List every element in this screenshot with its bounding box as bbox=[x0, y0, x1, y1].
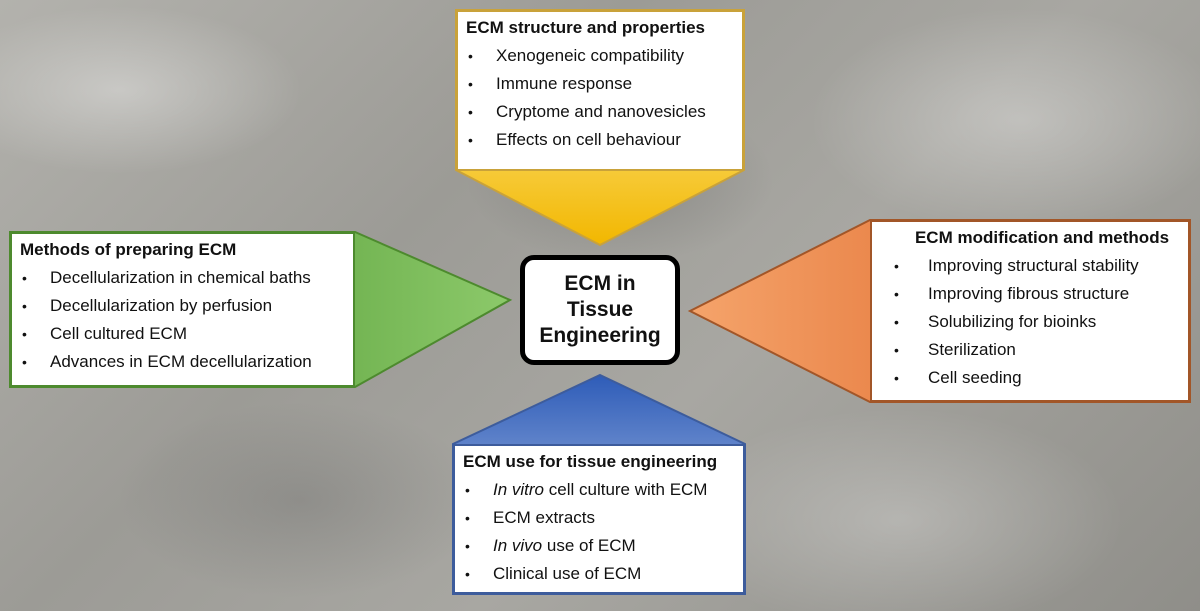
list-item: Decellularization in chemical baths bbox=[20, 264, 345, 292]
list-item: Solubilizing for bioinks bbox=[884, 308, 1180, 336]
center-line-1: ECM in bbox=[564, 272, 636, 295]
structure-properties-box: ECM structure and properties Xenogeneic … bbox=[456, 10, 744, 171]
list-item: Clinical use of ECM bbox=[463, 560, 735, 588]
list-item: Effects on cell behaviour bbox=[466, 126, 734, 154]
preparing-methods-list: Decellularization in chemical baths Dece… bbox=[20, 264, 345, 376]
list-item: In vivo use of ECM bbox=[463, 532, 735, 560]
item-text: Clinical use of ECM bbox=[493, 564, 642, 583]
preparing-methods-title: Methods of preparing ECM bbox=[20, 240, 237, 259]
list-item: Xenogeneic compatibility bbox=[466, 42, 734, 70]
item-text: use of ECM bbox=[542, 536, 636, 555]
item-text: cell culture with ECM bbox=[544, 480, 708, 499]
list-item: Cryptome and nanovesicles bbox=[466, 98, 734, 126]
modification-methods-list: Improving structural stability Improving… bbox=[884, 252, 1180, 392]
structure-properties-title: ECM structure and properties bbox=[466, 18, 705, 37]
tissue-engineering-use-box: ECM use for tissue engineering In vitro … bbox=[453, 444, 745, 594]
italic-term: In vitro bbox=[493, 480, 545, 499]
structure-properties-list: Xenogeneic compatibility Immune response… bbox=[466, 42, 734, 154]
center-node: ECM in Tissue Engineering bbox=[520, 255, 680, 365]
center-line-2: Tissue bbox=[566, 298, 634, 321]
list-item: Decellularization by perfusion bbox=[20, 292, 345, 320]
list-item: In vitro cell culture with ECM bbox=[463, 476, 735, 504]
preparing-methods-box: Methods of preparing ECM Decellularizati… bbox=[10, 232, 355, 387]
italic-term: In vivo bbox=[493, 536, 543, 555]
list-item: Improving structural stability bbox=[884, 252, 1180, 280]
list-item: Cell seeding bbox=[884, 364, 1180, 392]
list-item: Cell cultured ECM bbox=[20, 320, 345, 348]
item-text: ECM extracts bbox=[493, 508, 596, 527]
modification-methods-title: ECM modification and methods bbox=[914, 228, 1170, 247]
list-item: Immune response bbox=[466, 70, 734, 98]
modification-methods-box: ECM modification and methods Improving s… bbox=[870, 220, 1190, 402]
tissue-engineering-use-list: In vitro cell culture with ECM ECM extra… bbox=[463, 476, 735, 588]
tissue-engineering-use-title: ECM use for tissue engineering bbox=[463, 452, 718, 471]
center-line-3: Engineering bbox=[539, 324, 661, 347]
list-item: Sterilization bbox=[884, 336, 1180, 364]
list-item: ECM extracts bbox=[463, 504, 735, 532]
list-item: Advances in ECM decellularization bbox=[20, 348, 345, 376]
list-item: Improving fibrous structure bbox=[884, 280, 1180, 308]
